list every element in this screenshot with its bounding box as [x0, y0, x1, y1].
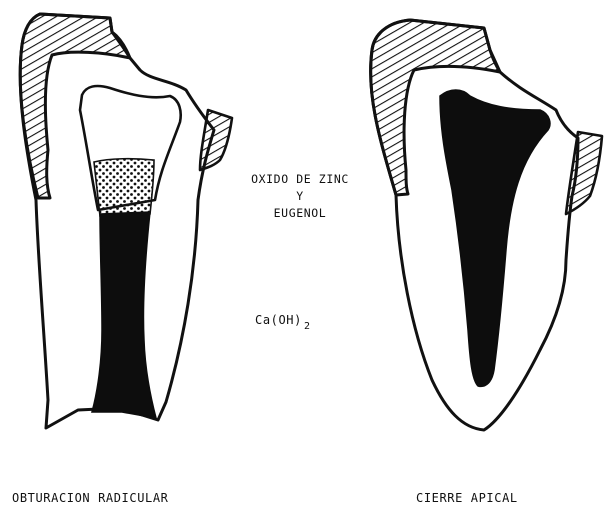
caption-cierre-apical: CIERRE APICAL: [416, 491, 518, 505]
zinc-oxide-eugenol-label: OXIDO DE ZINC Y EUGENOL: [225, 171, 375, 222]
left-tooth: [20, 14, 232, 428]
zinc-label-line1: OXIDO DE ZINC: [225, 171, 375, 188]
zinc-label-line2: Y: [225, 188, 375, 205]
right-tooth: [371, 20, 602, 430]
left-tooth-zinc-oxide-layer: [94, 159, 154, 216]
caoh-subscript: 2: [304, 321, 311, 332]
caption-obturacion-radicular: OBTURACION RADICULAR: [12, 491, 169, 505]
calcium-hydroxide-label: Ca(OH)2: [255, 313, 311, 332]
zinc-label-line3: EUGENOL: [225, 205, 375, 222]
caoh-base: Ca(OH): [255, 313, 302, 327]
